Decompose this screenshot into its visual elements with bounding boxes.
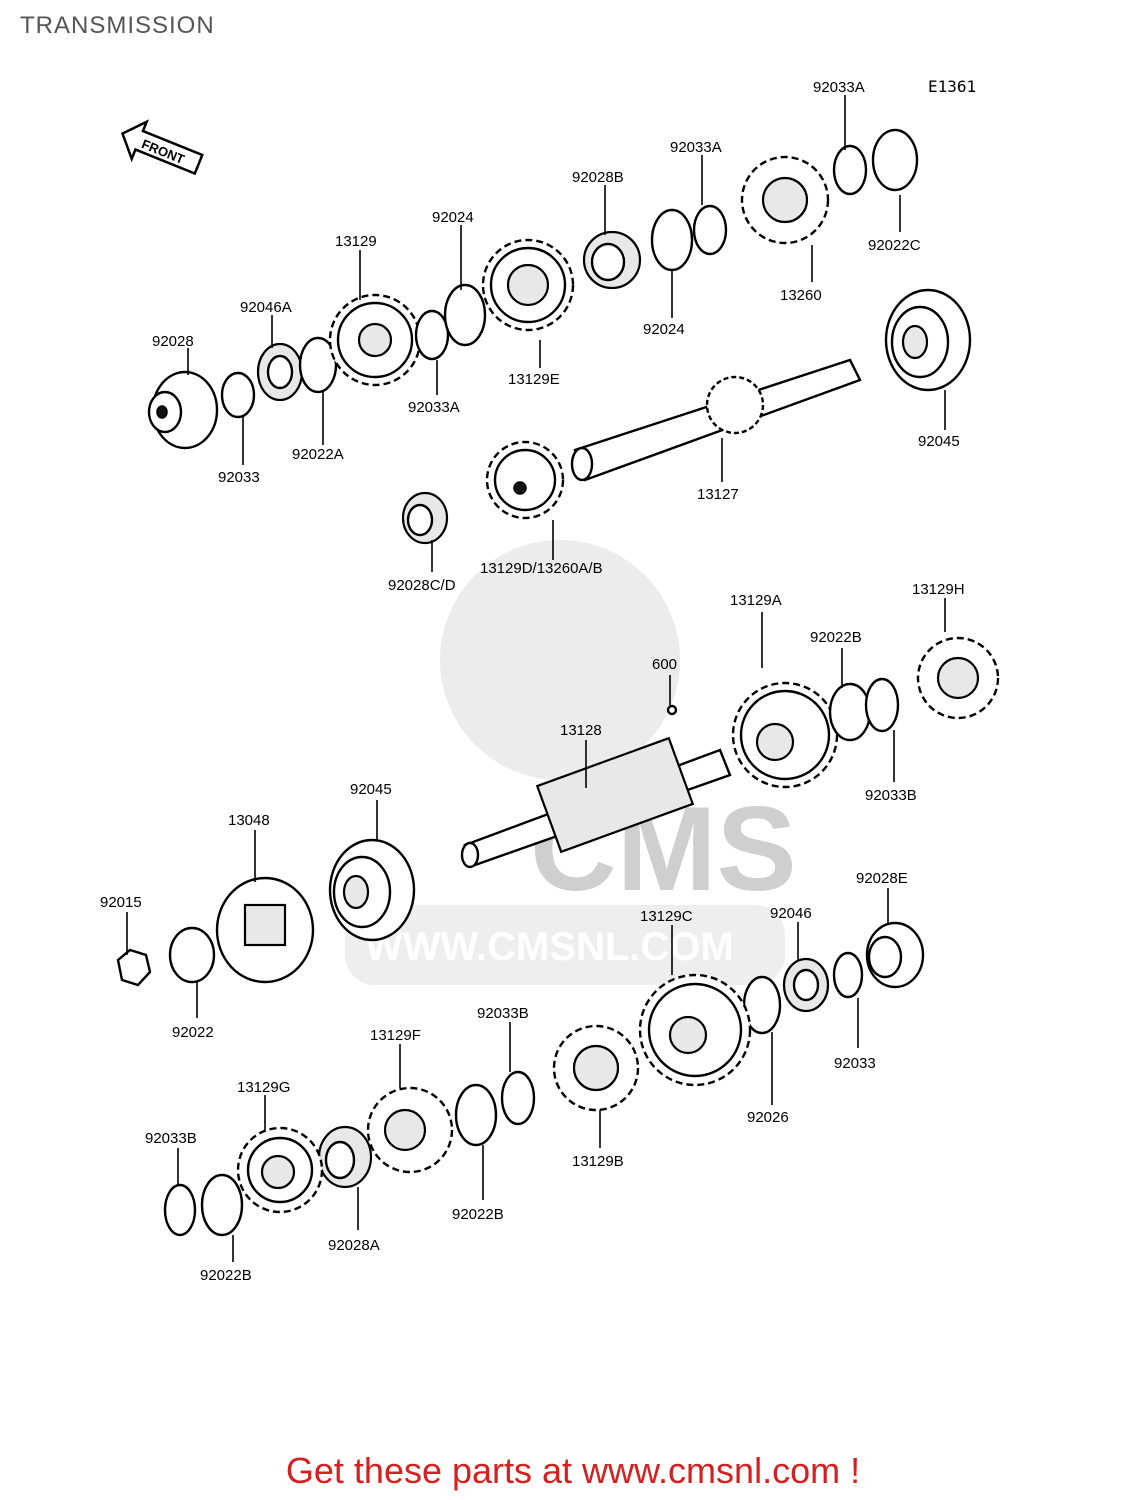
part-92045-bearing-1 [884,288,972,392]
label-13127: 13127 [697,486,739,503]
label-92022b-upper: 92022B [810,629,862,646]
part-13129f-gear [366,1086,454,1174]
part-92024-washer-1 [443,283,487,347]
footer-link[interactable]: Get these parts at www.cmsnl.com ! [285,1450,861,1491]
label-92028: 92028 [152,333,194,350]
label-92033a-low: 92033A [408,399,460,416]
label-13129b: 13129B [572,1153,624,1170]
part-92028b-bushing [582,230,642,290]
label-92028b: 92028B [572,169,624,186]
part-92028cd-bushing [401,491,449,545]
part-92033b-circlip-3 [163,1183,197,1237]
part-92046a-needle-bearing [256,342,304,402]
part-13129h-gear [916,636,1000,720]
label-13129d-13260ab: 13129D/13260A/B [480,560,603,577]
label-13260: 13260 [780,287,822,304]
part-92045-bearing-2 [328,838,416,942]
front-arrow-icon: FRONT [120,119,204,176]
label-13129c: 13129C [640,908,693,925]
label-92022a: 92022A [292,446,344,463]
label-13129f: 13129F [370,1027,421,1044]
label-600: 600 [652,656,677,673]
label-92022: 92022 [172,1024,214,1041]
part-13128-shaft [460,736,732,869]
page-title: TRANSMISSION [20,12,215,39]
label-92028e: 92028E [856,870,908,887]
part-13129d-gear [485,440,565,520]
part-92022b-washer-3 [200,1173,244,1237]
label-92045-upper: 92045 [918,433,960,450]
label-13048: 13048 [228,812,270,829]
label-92015: 92015 [100,894,142,911]
watermark: CMS WWW.CMSNL.COM [345,540,797,985]
part-92033b-circlip-1 [864,677,900,733]
label-92033b-right: 92033B [865,787,917,804]
label-92022b-mid: 92022B [452,1206,504,1223]
label-92028cd: 92028C/D [388,577,456,594]
label-92026: 92026 [747,1109,789,1126]
part-92022b-washer-1 [828,682,872,742]
part-92033-circlip [220,371,256,419]
part-13129c-gear [638,973,752,1087]
part-92015-nut [116,948,152,987]
label-92046a: 92046A [240,299,292,316]
part-92022b-washer-2 [454,1083,498,1147]
label-92045-lower: 92045 [350,781,392,798]
watermark-text: WWW.CMSNL.COM [365,925,734,969]
part-13127-shaft [570,358,862,482]
leader-lines [126,95,946,1262]
label-92033b-left: 92033B [145,1130,197,1147]
label-92033-upper: 92033 [218,469,260,486]
label-92024-top: 92024 [432,209,474,226]
label-92046: 92046 [770,905,812,922]
label-13129e: 13129E [508,371,560,388]
part-92046-needle-bearing [782,957,830,1013]
part-13129-gear [328,293,422,387]
part-92028-collar [147,370,219,450]
part-13260-gear [740,155,830,245]
part-92033a-circlip-1 [414,309,450,361]
part-92022a-washer [298,336,338,394]
part-92028e-bushing [865,921,925,989]
part-13129b-gear [552,1024,640,1112]
label-13129a: 13129A [730,592,782,609]
figure-ref: E1361 [928,77,976,96]
part-92022c-washer [871,128,919,192]
label-92033a-top: 92033A [813,79,865,96]
part-92024-washer-2 [650,208,694,272]
part-13129a-gear [731,681,839,789]
part-13048-sprocket [215,876,315,984]
label-13129: 13129 [335,233,377,250]
part-600-pin [666,704,678,716]
label-92033-lower: 92033 [834,1055,876,1072]
part-92033a-circlip-3 [832,144,868,196]
part-13129g-gear [236,1126,324,1214]
label-13129g: 13129G [237,1079,290,1096]
label-13128: 13128 [560,722,602,739]
label-92028a: 92028A [328,1237,380,1254]
part-92033a-circlip-2 [692,204,728,256]
label-92022b-left: 92022B [200,1267,252,1284]
part-92022-washer [168,926,216,984]
part-92033b-circlip-2 [500,1070,536,1126]
label-92024-bottom: 92024 [643,321,685,338]
label-92022c: 92022C [868,237,921,254]
part-labels: 92033A 92033A 92028B 92024 13129 92046A … [100,79,965,1284]
label-13129h: 13129H [912,581,965,598]
part-92028a-bushing [317,1125,373,1189]
part-92033-circlip-2 [832,951,864,999]
label-92033b-mid: 92033B [477,1005,529,1022]
part-13129e-gear [481,238,575,332]
label-92033a-mid: 92033A [670,139,722,156]
